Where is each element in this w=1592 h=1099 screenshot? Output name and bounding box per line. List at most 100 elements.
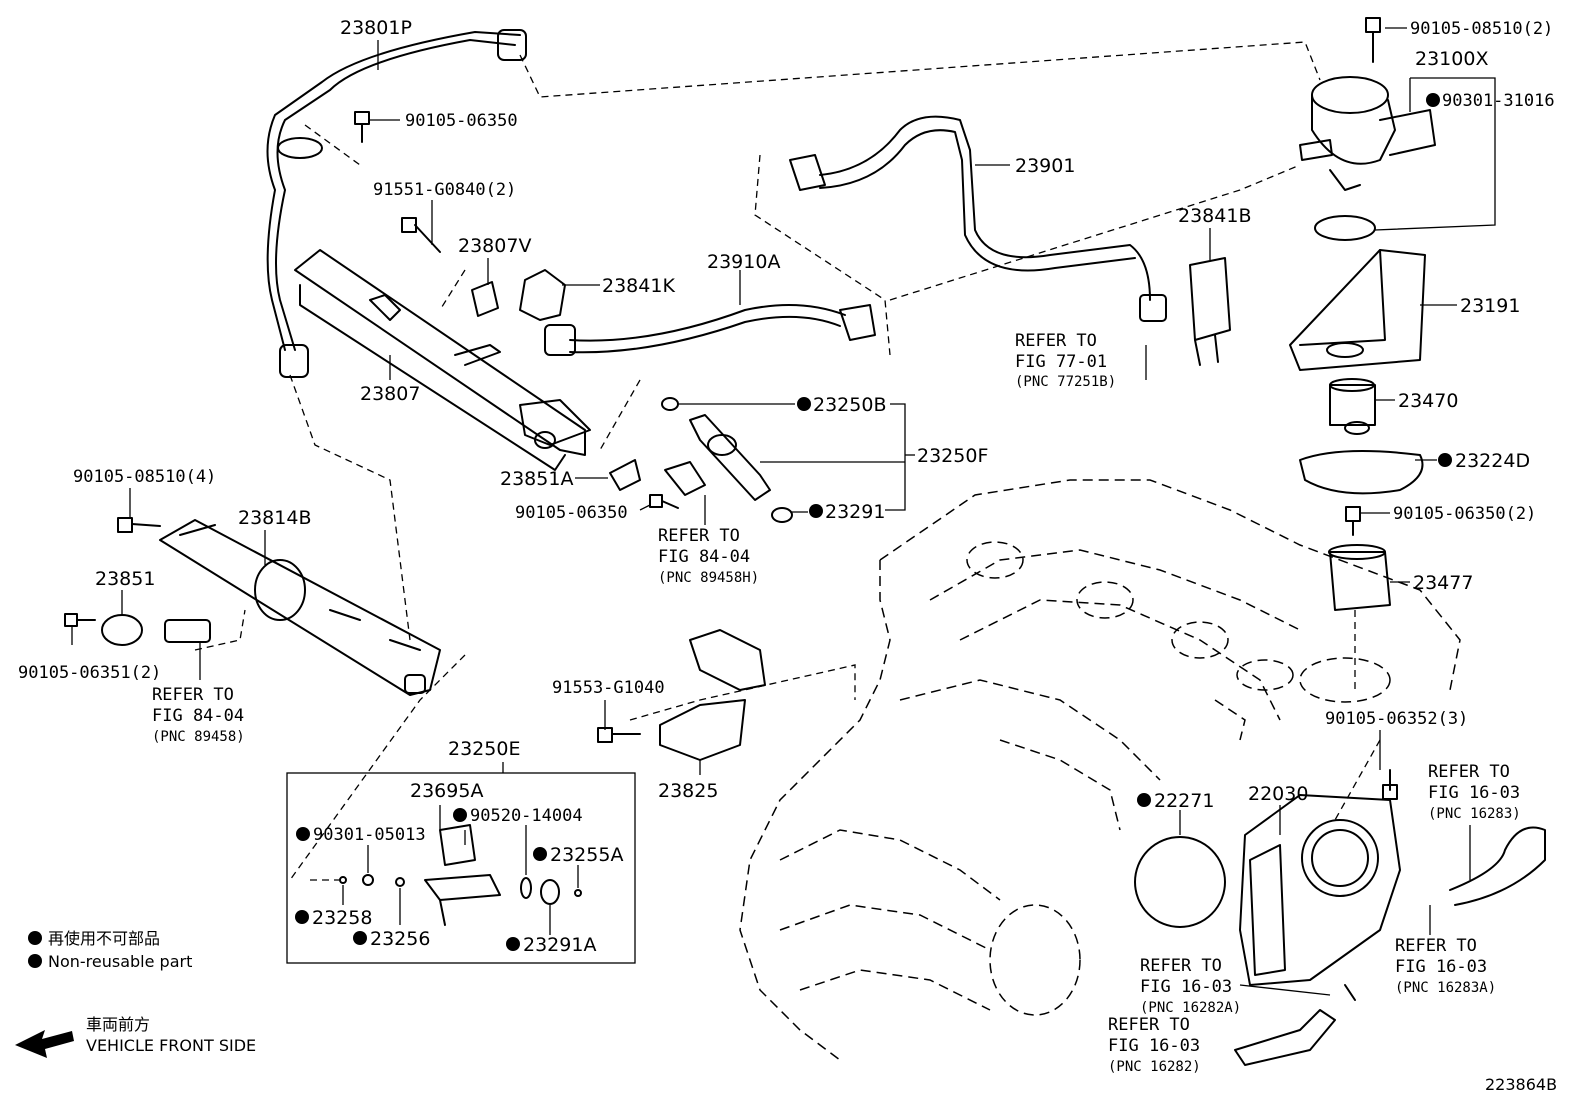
refer-8404b-line3: (PNC 89458) <box>152 729 245 745</box>
label-23825: 23825 <box>658 780 718 802</box>
label-23807v: 23807V <box>458 235 531 257</box>
front-jp: 車両前方 <box>86 1015 150 1034</box>
label-90105-06352-3: 90105-06352(3) <box>1325 709 1468 729</box>
refer-8404b-line1: REFER TO <box>152 685 234 705</box>
gasket-23224d <box>1299 450 1424 495</box>
legend-en: Non-reusable part <box>48 952 192 971</box>
plate-23851a <box>609 459 641 491</box>
fuel-pipe-23801p <box>266 29 527 378</box>
insulator-23825 <box>659 629 766 761</box>
refer-77-line1: REFER TO <box>1015 331 1097 351</box>
fuel-rail-23814b <box>159 519 441 696</box>
label-23191: 23191 <box>1460 295 1520 317</box>
refer-16283a-line3: (PNC 16283A) <box>1395 980 1496 996</box>
front-en: VEHICLE FRONT SIDE <box>86 1036 256 1055</box>
label-23291a: 23291A <box>523 934 596 956</box>
non-reusable-dot <box>453 808 467 822</box>
leader-lines <box>71 27 1496 996</box>
label-23224d: 23224D <box>1455 450 1530 472</box>
label-23250e: 23250E <box>448 738 520 760</box>
label-22030: 22030 <box>1248 783 1308 805</box>
gasket-22271 <box>1134 836 1226 928</box>
label-90301-05013: 90301-05013 <box>313 825 426 845</box>
non-reusable-dot <box>1438 453 1452 467</box>
hose-23901 <box>789 115 1167 322</box>
label-90105-06351-2: 90105-06351(2) <box>18 663 161 683</box>
clip-23841k <box>519 269 566 321</box>
clip-23841b <box>1189 257 1231 366</box>
non-reusable-dot <box>809 504 823 518</box>
engine-outline <box>739 479 1461 1061</box>
refer-8404a-line2: FIG 84-04 <box>658 547 750 567</box>
non-reusable-dot <box>1426 93 1440 107</box>
label-91551-g0840: 91551-G0840(2) <box>373 180 516 200</box>
legend-jp: 再使用不可部品 <box>48 929 160 948</box>
housing-23477 <box>1328 544 1391 611</box>
sensor-plug <box>164 619 211 643</box>
non-reusable-dot <box>533 847 547 861</box>
label-91553-g1040: 91553-G1040 <box>552 678 665 698</box>
non-reusable-dot <box>506 937 520 951</box>
label-23801p: 23801P <box>340 17 412 39</box>
part-labels: 23801P 90105-06350 91551-G0840(2) 23807V… <box>18 17 1555 956</box>
label-23851a: 23851A <box>500 468 573 490</box>
refer-16283-line3: (PNC 16283) <box>1428 806 1521 822</box>
label-23258: 23258 <box>312 907 372 929</box>
refer-16283a-line2: FIG 16-03 <box>1395 957 1487 977</box>
bolt-icons <box>64 17 1398 800</box>
label-90105-08510-4: 90105-08510(4) <box>73 467 216 487</box>
non-reusable-dot <box>296 827 310 841</box>
label-23901: 23901 <box>1015 155 1075 177</box>
legend-dot-icon <box>28 931 42 945</box>
fuel-pump-23100x <box>1299 76 1436 191</box>
cap-23807v <box>471 281 499 317</box>
label-23814b: 23814B <box>238 507 311 529</box>
figure-id: 223864B <box>1485 1075 1557 1094</box>
refer-8404a-line1: REFER TO <box>658 526 740 546</box>
label-23255a: 23255A <box>550 844 623 866</box>
refer-8404a-line3: (PNC 89458H) <box>658 570 759 586</box>
label-90105-06350-mid: 90105-06350 <box>515 503 628 523</box>
refer-77-line3: (PNC 77251B) <box>1015 374 1116 390</box>
refer-16282a-line3: (PNC 16282A) <box>1140 1000 1241 1016</box>
legend: 再使用不可部品 Non-reusable part 車両前方 VEHICLE F… <box>15 929 1557 1094</box>
label-90520-14004: 90520-14004 <box>470 806 583 826</box>
throttle-body-22030 <box>1239 794 1401 986</box>
refer-16283a-line1: REFER TO <box>1395 936 1477 956</box>
label-90105-06350-top: 90105-06350 <box>405 111 518 131</box>
hose-16282 <box>1234 984 1356 1066</box>
refer-8404b-line2: FIG 84-04 <box>152 706 244 726</box>
label-23841k: 23841K <box>602 275 675 297</box>
label-22271: 22271 <box>1154 790 1214 812</box>
hose-16283 <box>1449 826 1546 906</box>
hose-23910a <box>544 304 876 356</box>
refer-16282a-line1: REFER TO <box>1140 956 1222 976</box>
label-23841b: 23841B <box>1178 205 1251 227</box>
label-23250f: 23250F <box>917 445 988 467</box>
refer-77-line2: FIG 77-01 <box>1015 352 1107 372</box>
label-23477: 23477 <box>1413 572 1473 594</box>
refer-16282a-line2: FIG 16-03 <box>1140 977 1232 997</box>
assembly-lines <box>194 41 1381 881</box>
label-90105-06350-2: 90105-06350(2) <box>1393 504 1536 524</box>
label-23256: 23256 <box>370 928 430 950</box>
refer-labels: REFER TO FIG 77-01 (PNC 77251B) REFER TO… <box>152 331 1521 1075</box>
label-90105-08510-2: 90105-08510(2) <box>1410 19 1553 39</box>
refer-16282-line1: REFER TO <box>1108 1015 1190 1035</box>
lifter-23470 <box>1329 378 1376 435</box>
label-23250b: 23250B <box>813 394 886 416</box>
label-23851: 23851 <box>95 568 155 590</box>
label-23807: 23807 <box>360 383 420 405</box>
refer-16282-line2: FIG 16-03 <box>1108 1036 1200 1056</box>
injector-23250f <box>661 397 793 523</box>
o-ring-90301-31016 <box>1314 215 1376 241</box>
label-90301-31016: 90301-31016 <box>1442 91 1555 111</box>
refer-16282-line3: (PNC 16282) <box>1108 1059 1201 1075</box>
non-reusable-dot <box>1137 793 1151 807</box>
refer-16283-line2: FIG 16-03 <box>1428 783 1520 803</box>
label-23910a: 23910A <box>707 251 780 273</box>
injector-23250e <box>339 824 582 926</box>
label-23470: 23470 <box>1398 390 1458 412</box>
bracket-23191 <box>1289 249 1426 371</box>
